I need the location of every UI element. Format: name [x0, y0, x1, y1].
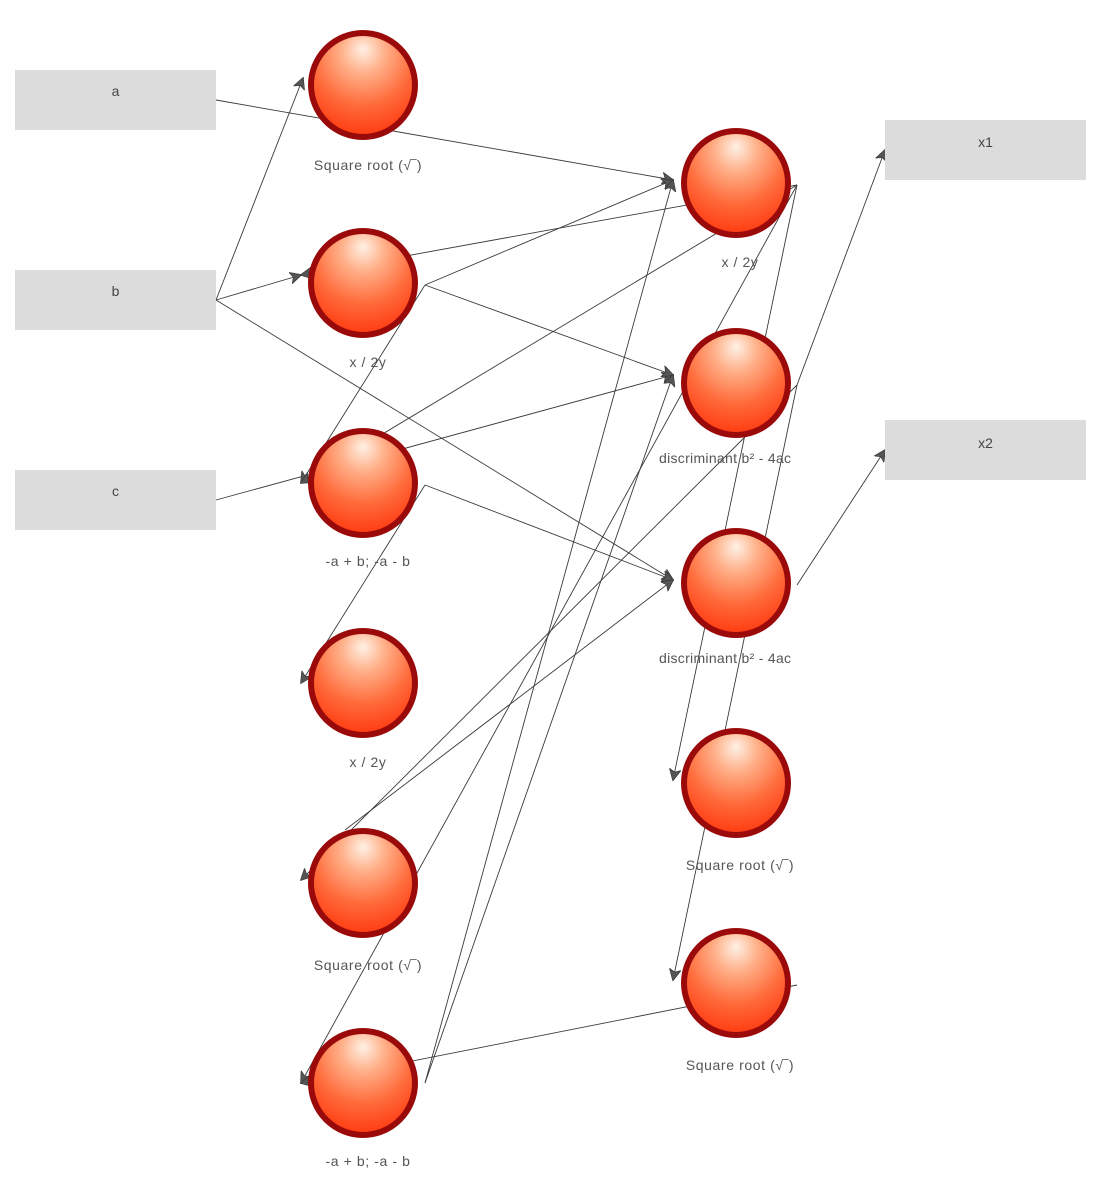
- node-R1[interactable]: [681, 128, 791, 238]
- node-label-L5: Square root (√‾): [313, 957, 423, 973]
- edge-R3-to-x2: [796, 450, 885, 586]
- edge-L2-to-R1: [424, 180, 673, 286]
- node-label-L6: -a + b; -a - b: [325, 1153, 411, 1169]
- edge-L6-to-R1: [424, 180, 673, 1084]
- node-R5[interactable]: [681, 928, 791, 1038]
- node-circle-R3: [681, 528, 791, 638]
- edge-c-to-R2: [215, 375, 673, 501]
- edge-b-to-R3: [215, 299, 673, 580]
- edge-R2-to-x1: [796, 150, 885, 386]
- node-circle-R2: [681, 328, 791, 438]
- edge-L3-to-R3: [424, 484, 673, 580]
- input-label-c: c: [112, 483, 119, 499]
- node-circle-R1: [681, 128, 791, 238]
- edge-R1-to-R4: [673, 184, 798, 780]
- output-label-x1: x1: [978, 134, 993, 150]
- edge-a-to-R1: [215, 99, 673, 180]
- input-box-c[interactable]: c: [15, 470, 216, 530]
- node-label-L3: -a + b; -a - b: [325, 553, 411, 569]
- node-L3[interactable]: [308, 428, 418, 538]
- node-circle-L4: [308, 628, 418, 738]
- edge-L5-to-R3: [344, 580, 673, 831]
- node-L1[interactable]: [308, 30, 418, 140]
- node-circle-R5: [681, 928, 791, 1038]
- node-label-R2: discriminant b² - 4ac: [659, 450, 792, 466]
- edge-b-to-L1: [215, 78, 303, 301]
- node-R2[interactable]: [681, 328, 791, 438]
- edge-b-to-L2: [215, 275, 301, 301]
- edge-L6-to-R2: [424, 375, 673, 1084]
- node-L4[interactable]: [308, 628, 418, 738]
- node-label-R5: Square root (√‾): [685, 1057, 795, 1073]
- node-label-R4: Square root (√‾): [685, 857, 795, 873]
- node-layer: [308, 30, 791, 1138]
- node-label-L2: x / 2y: [349, 354, 387, 370]
- edge-R2-to-L5: [301, 384, 798, 880]
- edge-R2-to-R5: [673, 384, 798, 980]
- node-circle-L2: [308, 228, 418, 338]
- node-circle-L3: [308, 428, 418, 538]
- input-box-b[interactable]: b: [15, 270, 216, 330]
- node-R4[interactable]: [681, 728, 791, 838]
- node-label-R3: discriminant b² - 4ac: [659, 650, 792, 666]
- node-circle-L1: [308, 30, 418, 140]
- node-L6[interactable]: [308, 1028, 418, 1138]
- input-box-a[interactable]: a: [15, 70, 216, 130]
- node-label-R1: x / 2y: [721, 254, 759, 270]
- output-label-x2: x2: [978, 435, 993, 451]
- input-label-b: b: [111, 283, 120, 299]
- node-R3[interactable]: [681, 528, 791, 638]
- output-box-x1[interactable]: x1: [885, 120, 1086, 180]
- node-circle-R4: [681, 728, 791, 838]
- node-label-L4: x / 2y: [349, 754, 387, 770]
- node-circle-L6: [308, 1028, 418, 1138]
- node-circle-L5: [308, 828, 418, 938]
- output-box-x2[interactable]: x2: [885, 420, 1086, 480]
- node-L5[interactable]: [308, 828, 418, 938]
- edge-L2-to-R2: [424, 284, 673, 375]
- node-label-L1: Square root (√‾): [313, 157, 423, 173]
- node-L2[interactable]: [308, 228, 418, 338]
- input-label-a: a: [111, 83, 120, 99]
